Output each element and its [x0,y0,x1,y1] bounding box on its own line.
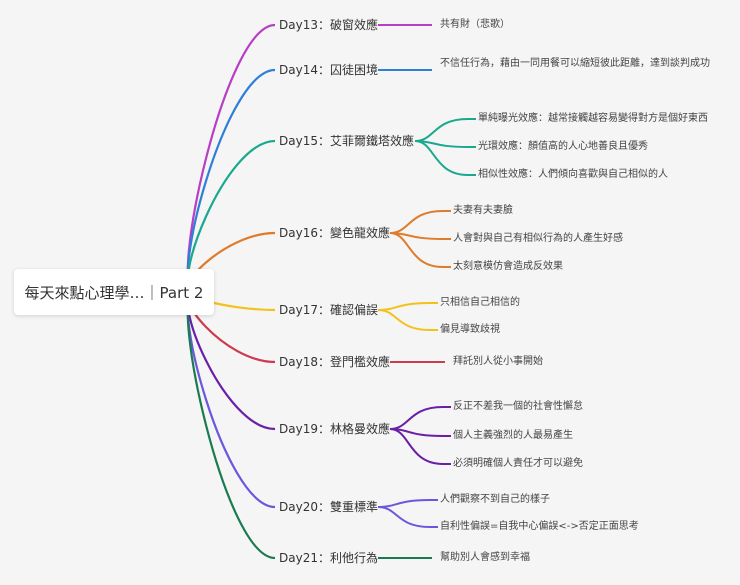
leaf-connector [389,232,451,268]
branch-line [186,23,276,294]
leaf-node[interactable]: 只相信自己相信的 [440,297,520,308]
leaf-node[interactable]: 共有財（悲歌） [440,19,510,30]
topic-node[interactable]: Day16：變色龍效應 [279,226,390,240]
topic-node[interactable]: Day19：林格曼效應 [279,422,390,436]
root-topic[interactable]: 每天來點心理學…｜Part 2 [14,269,214,315]
leaf-connector [389,428,451,465]
topic-node[interactable]: Day20：雙重標準 [279,500,378,514]
leaf-node[interactable]: 必須明確個人責任才可以避免 [453,458,583,469]
leaf-connector [377,309,438,331]
leaf-connector [377,506,438,528]
leaf-node[interactable]: 偏見導致歧視 [440,324,500,335]
leaf-node[interactable]: 拜託別人從小事開始 [453,356,543,367]
leaf-node[interactable]: 不信任行為，藉由一同用餐可以縮短彼此距離，達到談判成功 [440,58,710,69]
leaf-connector [377,499,438,508]
leaf-node[interactable]: 個人主義強烈的人最易產生 [453,430,573,441]
leaf-node[interactable]: 幫助別人會感到幸福 [440,552,530,563]
topic-node[interactable]: Day17：確認偏誤 [279,303,378,317]
topic-node[interactable]: Day13：破窗效應 [279,18,378,32]
leaf-node[interactable]: 反正不差我一個的社會性懈怠 [453,401,583,412]
branch-line [186,290,276,560]
leaf-connector [389,406,451,430]
topic-node[interactable]: Day21：利他行為 [279,551,378,565]
leaf-connector [414,118,476,142]
leaf-connector [414,140,476,176]
leaf-node[interactable]: 人會對與自己有相似行為的人產生好感 [453,233,623,244]
topic-node[interactable]: Day14：囚徒困境 [279,63,378,77]
leaf-node[interactable]: 夫妻有夫妻臉 [453,205,513,216]
leaf-node[interactable]: 相似性效應：人們傾向喜歡與自己相似的人 [478,169,668,180]
root-topic-label: 每天來點心理學…｜Part 2 [24,283,204,302]
topic-node[interactable]: Day15：艾菲爾鐵塔效應 [279,134,414,148]
leaf-node[interactable]: 人們觀察不到自己的樣子 [440,494,550,505]
topic-node[interactable]: Day18：登門檻效應 [279,355,390,369]
leaf-node[interactable]: 光環效應：顏值高的人心地善良且優秀 [478,141,648,152]
leaf-node[interactable]: 自利性偏誤=自我中心偏誤<->否定正面思考 [440,521,639,532]
leaf-connector [389,210,451,234]
leaf-node[interactable]: 單純曝光效應：越常接觸越容易變得對方是個好東西 [478,113,708,124]
leaf-node[interactable]: 太刻意模仿會造成反效果 [453,261,563,272]
leaf-connector [377,302,438,311]
